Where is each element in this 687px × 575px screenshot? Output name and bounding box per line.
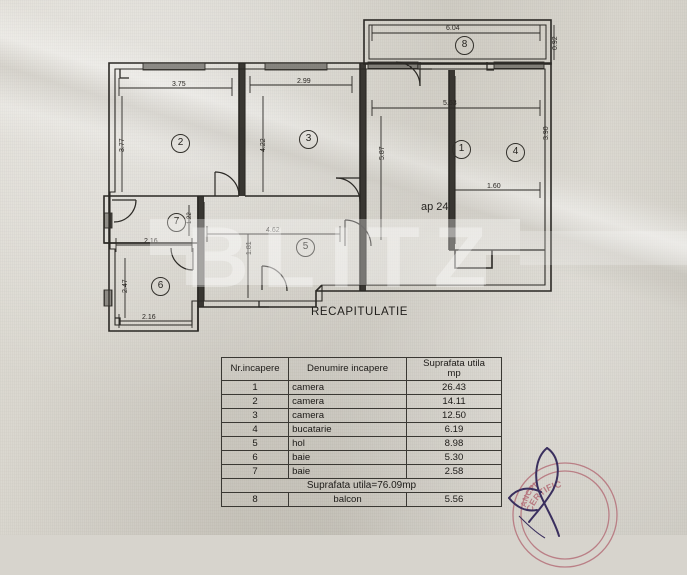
cell-room-number: 5: [220, 436, 290, 452]
dimension-label: 4.62: [266, 227, 280, 234]
dimension-label: 2.16: [142, 314, 156, 321]
cell-balcony-number: 8: [220, 492, 290, 508]
room-number-3: 3: [299, 130, 318, 149]
dimension-label: 0.92: [552, 36, 559, 50]
dimension-label: 3.90: [543, 126, 550, 140]
handwritten-signature: [508, 447, 560, 539]
cell-room-name: hol: [288, 436, 408, 452]
room-number-2: 2: [171, 134, 190, 153]
header-room-number: Nr.incapere: [220, 356, 290, 382]
dimension-label: 3.77: [119, 138, 126, 152]
cell-room-area: 2.58: [406, 464, 502, 480]
cell-room-area: 5.30: [406, 450, 502, 466]
cell-room-name: bucatarie: [288, 422, 408, 438]
cell-room-name: camera: [288, 408, 408, 424]
dimension-label: 2.99: [297, 78, 311, 85]
cell-room-number: 2: [220, 394, 290, 410]
cell-balcony-area: 5.56: [406, 492, 502, 508]
dimension-label: 6.04: [446, 25, 460, 32]
room-number-4: 4: [506, 143, 525, 162]
cell-room-number: 4: [220, 422, 290, 438]
recapitulation-heading: RECAPITULATIE: [311, 306, 409, 318]
room-schedule-table: Nr.incapere Denumire incapere Suprafata …: [220, 356, 502, 508]
cell-room-area: 6.19: [406, 422, 502, 438]
floor-plan-drawing: [103, 19, 555, 332]
table-header-row: Nr.incapere Denumire incapere Suprafata …: [220, 356, 502, 382]
room-number-8: 8: [455, 36, 474, 55]
cell-room-area: 14.11: [406, 394, 502, 410]
cell-room-number: 3: [220, 408, 290, 424]
apartment-label: ap 24: [421, 201, 449, 213]
cell-balcony-name: balcon: [288, 492, 408, 508]
header-room-area: Suprafata utila mp: [406, 356, 502, 382]
cell-total-area: Suprafata utila=76.09mp: [221, 478, 502, 494]
dimension-label: 3.75: [172, 81, 186, 88]
header-room-name: Denumire incapere: [288, 356, 408, 382]
table-total-row: Suprafata utila=76.09mp: [221, 478, 502, 494]
dimension-label: 1.81: [246, 241, 253, 255]
dimension-label: 5.63: [443, 100, 457, 107]
room-number-1: 1: [452, 140, 471, 159]
cell-room-name: camera: [288, 380, 408, 396]
room-number-5: 5: [296, 238, 315, 257]
room-number-6: 6: [151, 277, 170, 296]
dimension-label: 5.87: [379, 146, 386, 160]
dimension-label: 1.22: [187, 212, 193, 224]
dimension-label: 2.47: [122, 279, 129, 293]
cell-room-number: 6: [220, 450, 290, 466]
cell-room-area: 12.50: [406, 408, 502, 424]
dimension-label: 2.16: [144, 238, 158, 245]
dimension-label: 1.60: [487, 183, 501, 190]
cell-room-number: 7: [220, 464, 290, 480]
header-area-line1: Suprafata utila: [423, 358, 485, 369]
cell-room-area: 8.98: [406, 436, 502, 452]
cell-room-name: camera: [288, 394, 408, 410]
cell-room-name: baie: [288, 464, 408, 480]
room-number-7: 7: [167, 213, 186, 232]
header-area-line2: mp: [447, 368, 461, 380]
cell-room-number: 1: [220, 380, 290, 396]
cell-room-area: 26.43: [406, 380, 502, 396]
cell-room-name: baie: [288, 450, 408, 466]
dimension-label: 4.22: [260, 138, 267, 152]
